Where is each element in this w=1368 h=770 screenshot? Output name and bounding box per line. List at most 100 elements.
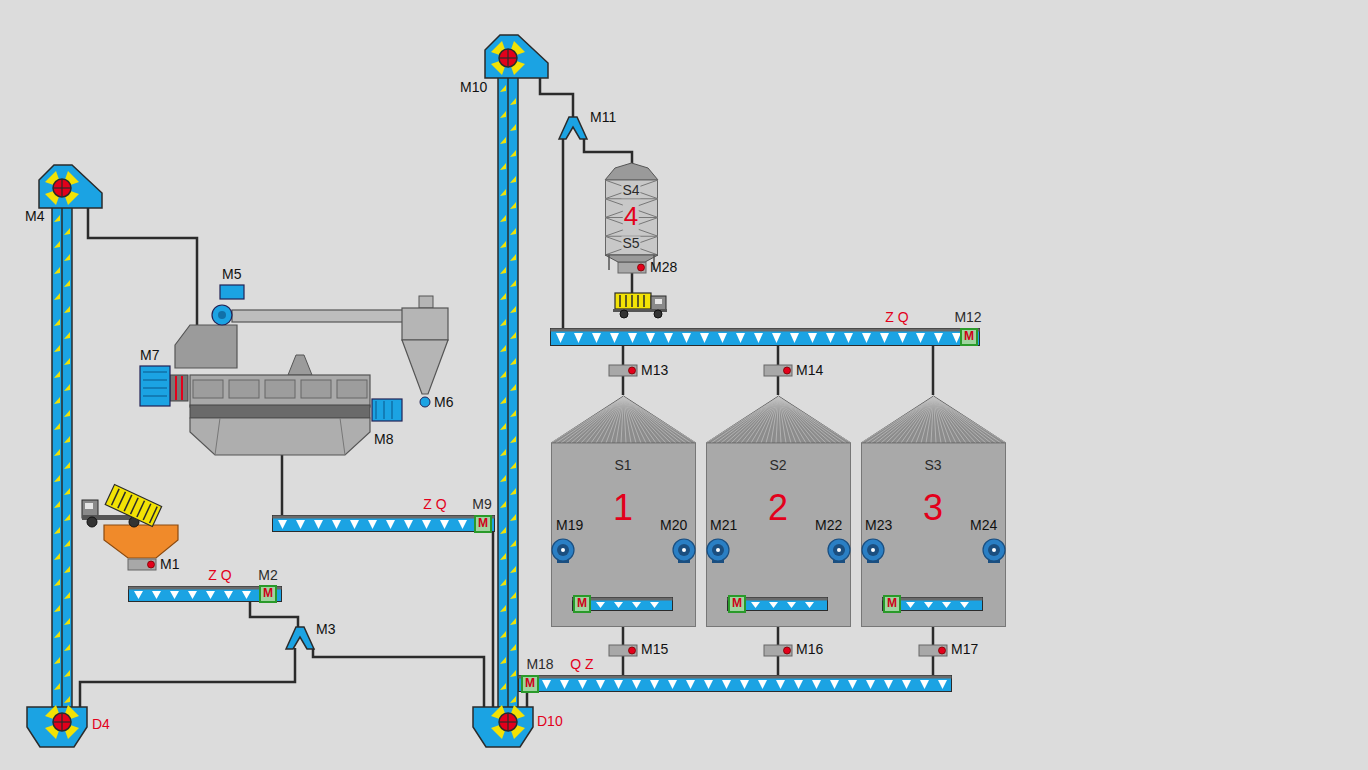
conveyor-label: Z Q [884, 310, 909, 325]
slide-gate [609, 645, 637, 656]
bucket-mark [500, 579, 506, 586]
belt-top [551, 329, 980, 332]
belt-bucket [632, 680, 641, 689]
aeration-fan [673, 539, 695, 561]
motor-letter: M [478, 517, 488, 530]
equipment-tag: M3 [316, 622, 335, 637]
belt-bucket [350, 520, 359, 529]
belt-bucket [632, 602, 641, 608]
roof-rib [606, 397, 624, 443]
bucket-mark [54, 397, 60, 404]
intake-pit [82, 485, 178, 558]
belt-bucket [610, 333, 619, 343]
box-stripe [631, 295, 633, 307]
belt-bucket [812, 680, 821, 689]
motor-fin [143, 371, 167, 373]
head-wheel [499, 713, 517, 731]
bucket-mark [510, 644, 516, 651]
belt-bucket [628, 333, 637, 343]
bucket-mark [510, 488, 516, 495]
aeration-fan [828, 539, 850, 561]
roof-rib [624, 397, 672, 443]
fan-hub [833, 544, 845, 556]
roof-rib [901, 397, 934, 443]
feed-chute [932, 346, 935, 395]
fan-hub [557, 544, 569, 556]
belt-bucket [826, 333, 835, 343]
pipe-line [562, 138, 565, 330]
belt-bucket [170, 591, 179, 599]
roof-rib [731, 397, 779, 443]
box-stripe [118, 492, 126, 508]
belt-bucket [938, 680, 947, 689]
roof-rib [871, 397, 934, 443]
belt-body [519, 676, 952, 692]
silo-text: S3 [923, 458, 942, 473]
roof-rib [624, 397, 682, 443]
belt-bucket [898, 333, 907, 343]
silo-tower: S44S5 [605, 160, 658, 270]
silo-conveyor [728, 598, 828, 611]
roof-rib [624, 397, 657, 443]
belt-body [883, 598, 983, 611]
bucket-mark [64, 592, 70, 599]
belt-bucket [614, 602, 623, 608]
bucket-mark [54, 553, 60, 560]
lattice-bar [605, 236, 658, 255]
gate-body [609, 365, 637, 376]
storage-silo: MS22 [706, 395, 851, 627]
belt-bucket [952, 333, 961, 343]
roof-rib [896, 397, 934, 443]
belt-body [728, 598, 828, 611]
motor-box: M [883, 595, 901, 613]
gate-actuator [638, 264, 645, 271]
roof-rib [916, 397, 934, 443]
fan-axle [561, 548, 565, 552]
truck-window [85, 503, 93, 509]
belt-bucket [296, 520, 305, 529]
silo-roof [861, 396, 1006, 443]
equipment-tag: M13 [641, 363, 668, 378]
bucket-mark [54, 371, 60, 378]
fan-axle [837, 548, 841, 552]
bucket-mark [510, 462, 516, 469]
roof-rib [881, 397, 934, 443]
truck-wheel [620, 310, 628, 318]
equipment-tag: M7 [140, 348, 159, 363]
slide-gate [618, 262, 646, 273]
aeration-fan [983, 539, 1005, 561]
equipment-tag: M16 [796, 642, 823, 657]
belt-bucket [794, 680, 803, 689]
belt-bucket [440, 520, 449, 529]
equipment-tag: M11 [590, 110, 616, 125]
tower-body [606, 180, 658, 255]
motor-letter: M [887, 597, 897, 610]
equipment-tag: M10 [460, 80, 487, 95]
bucket-mark [54, 605, 60, 612]
gate-actuator [629, 647, 636, 654]
bucket-mark [64, 332, 70, 339]
silo-roof [551, 396, 696, 443]
roof-rib [576, 397, 624, 443]
bucket-mark [54, 683, 60, 690]
belt-bucket [942, 602, 951, 608]
gate-actuator [629, 367, 636, 374]
bucket-mark [64, 566, 70, 573]
belt-bucket [884, 680, 893, 689]
silo-conveyor [573, 598, 673, 611]
belt-bucket [458, 520, 467, 529]
slide-gate [919, 645, 947, 656]
bucket-mark [500, 111, 506, 118]
pipe-group [80, 78, 632, 712]
gate-body [764, 365, 792, 376]
box-stripe [143, 504, 151, 520]
equipment-tag: M14 [796, 363, 823, 378]
box-stripe [112, 489, 120, 505]
belt-bucket [772, 333, 781, 343]
bucket-mark [64, 462, 70, 469]
silo-text: S5 [621, 236, 640, 251]
belt-conveyor: MZ QM12 [550, 328, 980, 346]
gate-body [764, 645, 792, 656]
